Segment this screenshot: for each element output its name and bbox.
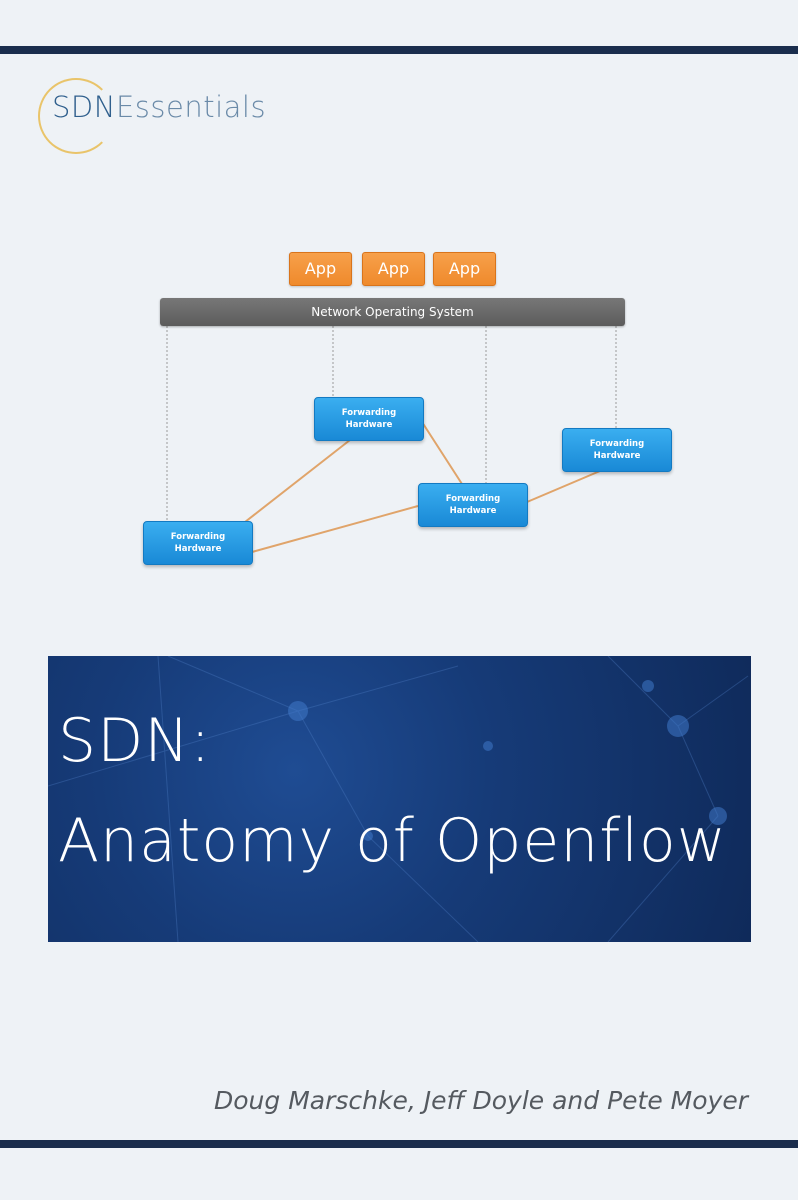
forwarding-hardware-node: Forwarding Hardware (143, 521, 253, 565)
book-title-line2: Anatomy of Openflow (58, 806, 727, 876)
app-box: App (362, 252, 425, 286)
network-operating-system-bar: Network Operating System (160, 298, 625, 326)
title-banner: SDN: Anatomy of Openflow (48, 656, 751, 942)
forwarding-label-line2: Hardware (174, 544, 222, 554)
forwarding-hardware-node: Forwarding Hardware (418, 483, 528, 527)
app-box: App (433, 252, 496, 286)
sdn-diagram: App App App Network Operating System For… (0, 230, 798, 590)
book-title-line1: SDN: (58, 706, 212, 776)
physical-link (251, 505, 419, 553)
forwarding-label-line2: Hardware (449, 506, 497, 516)
forwarding-label-line1: Forwarding (170, 532, 226, 542)
forwarding-hardware-node: Forwarding Hardware (314, 397, 424, 441)
forwarding-label-line2: Hardware (593, 451, 641, 461)
network-background-graphic (48, 656, 749, 942)
top-rule (0, 46, 798, 54)
app-box: App (289, 252, 352, 286)
bottom-rule (0, 1140, 798, 1148)
forwarding-label-line2: Hardware (345, 420, 393, 430)
diagram-connectors (166, 326, 617, 553)
series-logo-part2: Essentials (115, 90, 267, 124)
series-logo-part1: SDN (52, 90, 116, 124)
series-logo: SDNEssentials (38, 78, 298, 158)
forwarding-label-line1: Forwarding (589, 439, 645, 449)
physical-link (526, 470, 601, 503)
forwarding-label-line1: Forwarding (341, 408, 397, 418)
authors: Doug Marschke, Jeff Doyle and Pete Moyer (214, 1086, 748, 1115)
forwarding-hardware-node: Forwarding Hardware (562, 428, 672, 472)
logo-ring-icon (38, 78, 114, 154)
physical-link (244, 439, 351, 523)
physical-link (421, 421, 463, 485)
forwarding-label-line1: Forwarding (445, 494, 501, 504)
